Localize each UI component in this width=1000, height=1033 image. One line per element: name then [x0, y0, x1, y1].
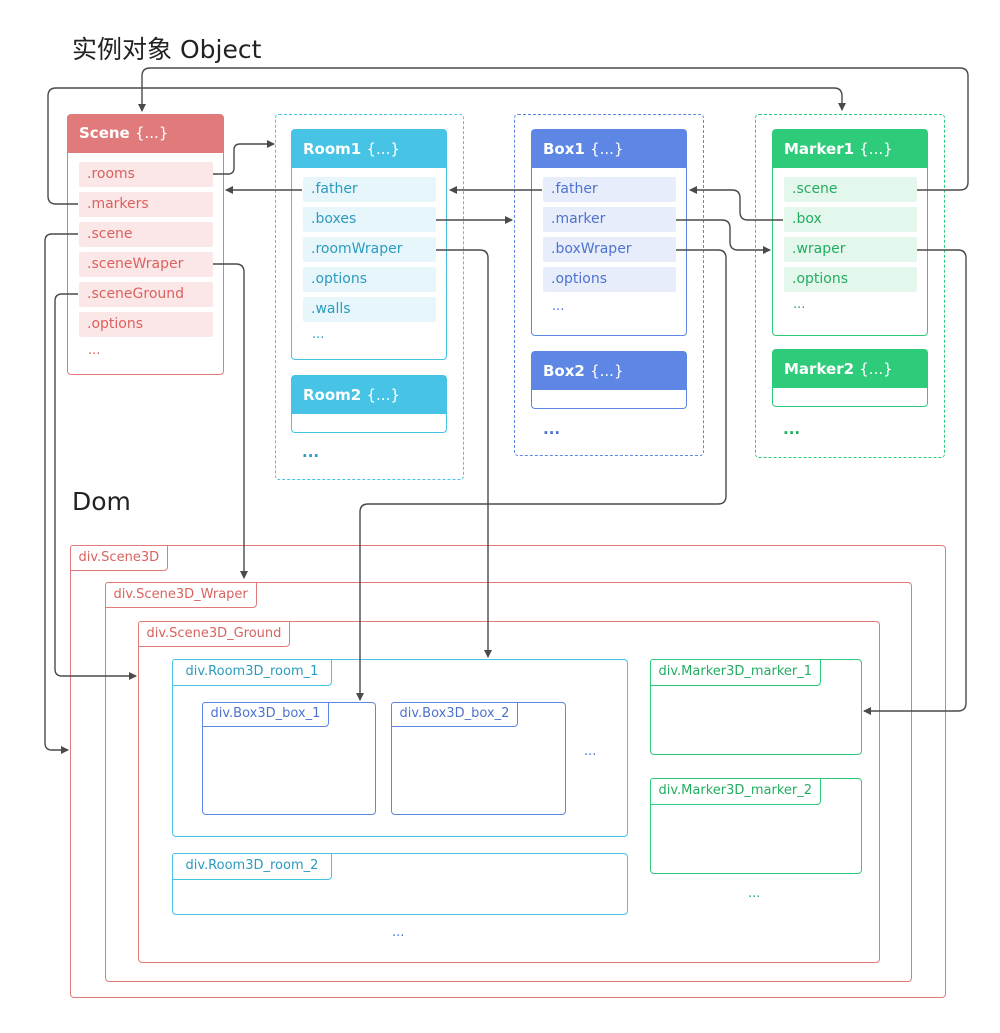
dom-room-1-more: ...	[584, 744, 597, 759]
arrow-scene-wraper-to-dom	[213, 263, 248, 579]
scene-brace: {...}	[134, 124, 169, 142]
dom-scene3d-wraper[interactable]: div.Scene3D_Wraper	[104, 581, 912, 982]
box2-card-header: Box2 {...}	[532, 352, 686, 390]
scene-prop-options: .options	[79, 312, 213, 337]
box1-prop-options: .options	[543, 267, 676, 292]
arrow-scene-rooms-to-room1	[213, 140, 275, 175]
scene-prop-scenewraper: .sceneWraper	[79, 252, 213, 277]
dom-box-2-label: div.Box3D_box_2	[390, 701, 519, 727]
scene-prop-sceneground: .sceneGround	[79, 282, 213, 307]
boxes-more: ...	[543, 420, 561, 438]
arrow-scene-ground-to-dom	[54, 293, 137, 680]
marker1-prop-scene: .scene	[784, 177, 917, 202]
scene-prop-scene: .scene	[79, 222, 213, 247]
scene-card-header: Scene {...}	[68, 115, 223, 153]
arrow-marker-wraper-to-dom	[863, 249, 967, 715]
box1-prop-boxwraper: .boxWraper	[543, 237, 676, 262]
room1-prop-options: .options	[303, 267, 436, 292]
marker1-prop-wraper: .wraper	[784, 237, 917, 262]
arrow-box-wraper-to-dom	[356, 249, 727, 701]
arrow-scene-scene-to-dom	[44, 233, 78, 754]
room1-card-header: Room1 {...}	[292, 130, 446, 168]
rooms-group: ...	[275, 114, 464, 480]
arrow-box-marker-to-marker1	[676, 219, 771, 254]
dom-room-2-label: div.Room3D_room_2	[171, 852, 333, 880]
rooms-more: ...	[302, 443, 320, 461]
dom-marker-2-label: div.Marker3D_marker_2	[649, 777, 822, 805]
dom-markers-more: ...	[748, 886, 761, 901]
dom-scene3d-label: div.Scene3D	[69, 544, 169, 571]
dom-box-1[interactable]: div.Box3D_box_1	[201, 701, 376, 815]
room2-card-header: Room2 {...}	[292, 376, 446, 414]
dom-rooms-more: ...	[392, 925, 405, 940]
dom-marker-1[interactable]: div.Marker3D_marker_1	[649, 658, 862, 755]
marker2-title: Marker2	[784, 360, 855, 378]
dom-scene3d-wraper-label: div.Scene3D_Wraper	[104, 581, 257, 608]
dom-scene3d-ground-label: div.Scene3D_Ground	[137, 620, 291, 647]
room2-card[interactable]: Room2 {...}	[291, 375, 447, 433]
dom-section-title: Dom	[72, 487, 131, 516]
boxes-group: ...	[514, 114, 704, 456]
marker1-brace: {...}	[859, 140, 893, 158]
marker1-prop-box: .box	[784, 207, 917, 232]
dom-scene3d-ground[interactable]: div.Scene3D_Ground	[137, 620, 880, 963]
room1-card[interactable]: Room1 {...} .father .boxes .roomWraper .…	[291, 129, 447, 360]
room1-brace: {...}	[366, 140, 400, 158]
marker2-card[interactable]: Marker2 {...}	[772, 349, 928, 407]
scene-title: Scene	[79, 124, 130, 142]
box1-more: ...	[552, 299, 565, 314]
arrow-room-wraper-to-dom	[436, 249, 492, 658]
box1-prop-father: .father	[543, 177, 676, 202]
scene-prop-rooms: .rooms	[79, 162, 213, 187]
dom-room-1-label: div.Room3D_room_1	[171, 658, 333, 686]
marker2-card-header: Marker2 {...}	[773, 350, 927, 388]
dom-marker-2[interactable]: div.Marker3D_marker_2	[649, 777, 862, 874]
marker1-title: Marker1	[784, 140, 855, 158]
room1-title: Room1	[303, 140, 362, 158]
room1-prop-father: .father	[303, 177, 436, 202]
markers-group: ...	[755, 114, 945, 458]
dom-room-2[interactable]: div.Room3D_room_2	[171, 852, 628, 915]
object-section-title: 实例对象 Object	[72, 35, 262, 64]
dom-room-1[interactable]: div.Room3D_room_1 ...	[171, 658, 628, 837]
box2-brace: {...}	[590, 362, 624, 380]
room1-more: ...	[312, 327, 325, 342]
dom-marker-1-label: div.Marker3D_marker_1	[649, 658, 822, 686]
room1-prop-walls: .walls	[303, 297, 436, 322]
scene-prop-markers: .markers	[79, 192, 213, 217]
box2-title: Box2	[543, 362, 585, 380]
box1-brace: {...}	[590, 140, 624, 158]
scene-card[interactable]: Scene {...} .rooms .markers .scene .scen…	[67, 114, 224, 375]
room2-brace: {...}	[366, 386, 400, 404]
box1-card[interactable]: Box1 {...} .father .marker .boxWraper .o…	[531, 129, 687, 336]
dom-scene3d[interactable]: div.Scene3D	[69, 544, 946, 998]
dom-box-1-label: div.Box3D_box_1	[201, 701, 330, 727]
marker1-card-header: Marker1 {...}	[773, 130, 927, 168]
arrow-marker-scene-to-scene	[138, 67, 969, 191]
box1-card-header: Box1 {...}	[532, 130, 686, 168]
scene-more: ...	[88, 343, 101, 358]
marker1-card[interactable]: Marker1 {...} .scene .box .wraper .optio…	[772, 129, 928, 336]
marker1-prop-options: .options	[784, 267, 917, 292]
room1-prop-roomwraper: .roomWraper	[303, 237, 436, 262]
marker1-more: ...	[793, 297, 806, 312]
box1-title: Box1	[543, 140, 585, 158]
arrow-scene-markers-to-marker1	[47, 87, 846, 205]
arrow-marker-box-to-box1	[689, 186, 783, 221]
room1-prop-boxes: .boxes	[303, 207, 436, 232]
markers-more: ...	[783, 420, 801, 438]
room2-title: Room2	[303, 386, 362, 404]
box2-card[interactable]: Box2 {...}	[531, 351, 687, 409]
marker2-brace: {...}	[859, 360, 893, 378]
dom-box-2[interactable]: div.Box3D_box_2	[390, 701, 566, 815]
box1-prop-marker: .marker	[543, 207, 676, 232]
